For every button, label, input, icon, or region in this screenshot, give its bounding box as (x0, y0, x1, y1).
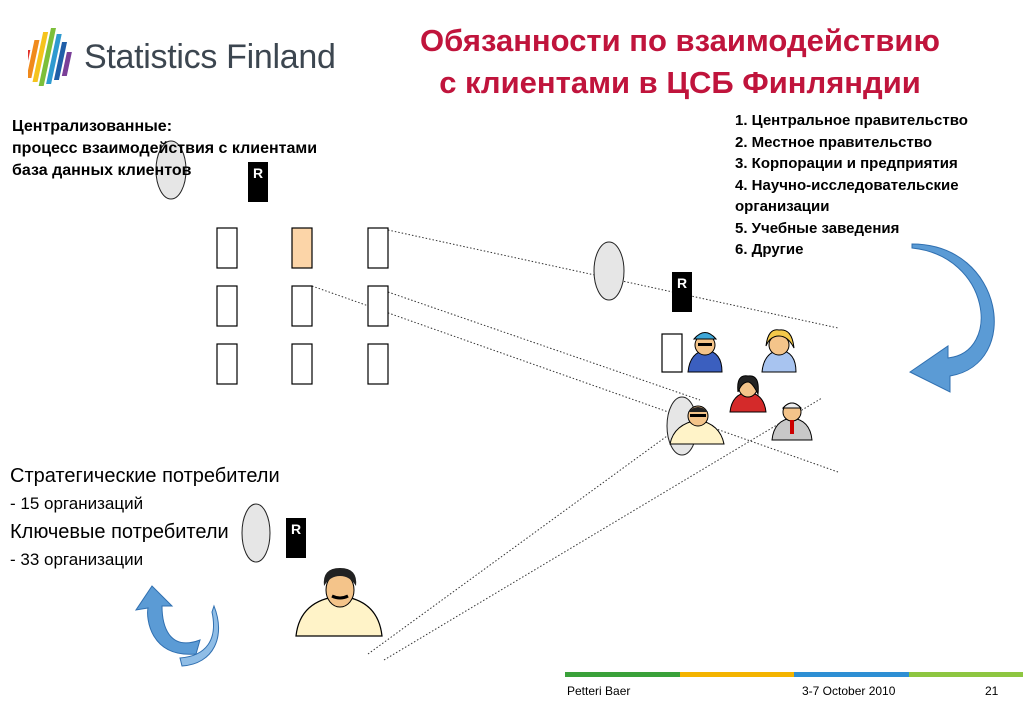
placeholder-box: R (286, 518, 306, 558)
person-icon-grey-hair (771, 402, 813, 441)
placeholder-box: R (672, 272, 692, 312)
connector-line (311, 285, 839, 473)
centralized-block: Централизованные: процесс взаимодействия… (12, 116, 317, 182)
segment-item: 3. Корпорации и предприятия (735, 155, 958, 172)
curved-arrow-right-icon (909, 243, 995, 393)
person-icon-blue-cap (687, 332, 723, 373)
connector-line (367, 411, 701, 655)
grid-box (216, 227, 238, 269)
footer-stripe-segment (679, 672, 794, 677)
customer-groups: Стратегические потребители - 15 организа… (10, 462, 280, 574)
person-icon-large (295, 568, 383, 637)
footer-date: 3-7 October 2010 (802, 684, 896, 698)
grid-box (367, 285, 389, 327)
footer-stripe-segment (908, 672, 1023, 677)
logo-bars-icon (19, 28, 72, 86)
person-icon-sunglasses (669, 405, 725, 445)
title-line-2: с клиентами в ЦСБ Финляндии (439, 65, 921, 100)
footer-author: Petteri Baer (567, 684, 631, 698)
footer-page-number: 21 (985, 684, 999, 698)
connector-line (383, 397, 823, 661)
centralized-heading: Централизованные: (12, 118, 173, 135)
footer-stripe (565, 672, 1023, 677)
segment-item: 4. Научно-исследовательские (735, 176, 959, 194)
segment-item: 5. Учебные заведения (735, 219, 900, 237)
segment-item: организации (735, 198, 830, 215)
grid-box (216, 285, 238, 327)
person-icon-red (729, 375, 767, 413)
customer-segments-list: 1. Центральное правительство 2. Местное … (735, 110, 968, 261)
logo-text: Statistics Finland (84, 38, 336, 76)
strategic-customers-count: - 15 организаций (10, 494, 144, 513)
grid-box (291, 343, 313, 385)
grid-box (367, 343, 389, 385)
centralized-database: база данных клиентов (12, 162, 192, 179)
connector-lines (311, 229, 839, 661)
ellipse-shape (593, 241, 625, 301)
placeholder-box: R (248, 162, 268, 202)
grid-box-highlighted (291, 227, 313, 269)
segment-item: 6. Другие (735, 241, 804, 258)
centralized-process: процесс взаимодействия с клиентами (12, 140, 318, 157)
ellipse-shape (155, 140, 187, 200)
box-grid (216, 227, 683, 385)
key-customers-count: - 33 организации (10, 550, 144, 569)
connector-line (387, 291, 701, 401)
title-line-1: Обязанности по взаимодействию (420, 23, 940, 58)
curved-arrow-left-icon (134, 585, 219, 667)
grid-box (367, 227, 389, 269)
grid-box (216, 343, 238, 385)
grid-box (291, 285, 313, 327)
footer-stripe-segment (794, 672, 909, 677)
ellipse-shape (241, 503, 271, 563)
person-icon-blonde (761, 329, 797, 373)
segment-item: 2. Местное правительство (735, 133, 933, 151)
key-customers-title: Ключевые потребители (10, 521, 229, 543)
statistics-finland-logo (19, 28, 358, 90)
footer-stripe-segment (565, 672, 680, 677)
strategic-customers-title: Стратегические потребители (10, 465, 280, 487)
segment-item: 1. Центральное правительство (735, 112, 968, 129)
slide-title: Обязанности по взаимодействию с клиентам… (350, 20, 1010, 104)
grid-box (661, 333, 683, 373)
